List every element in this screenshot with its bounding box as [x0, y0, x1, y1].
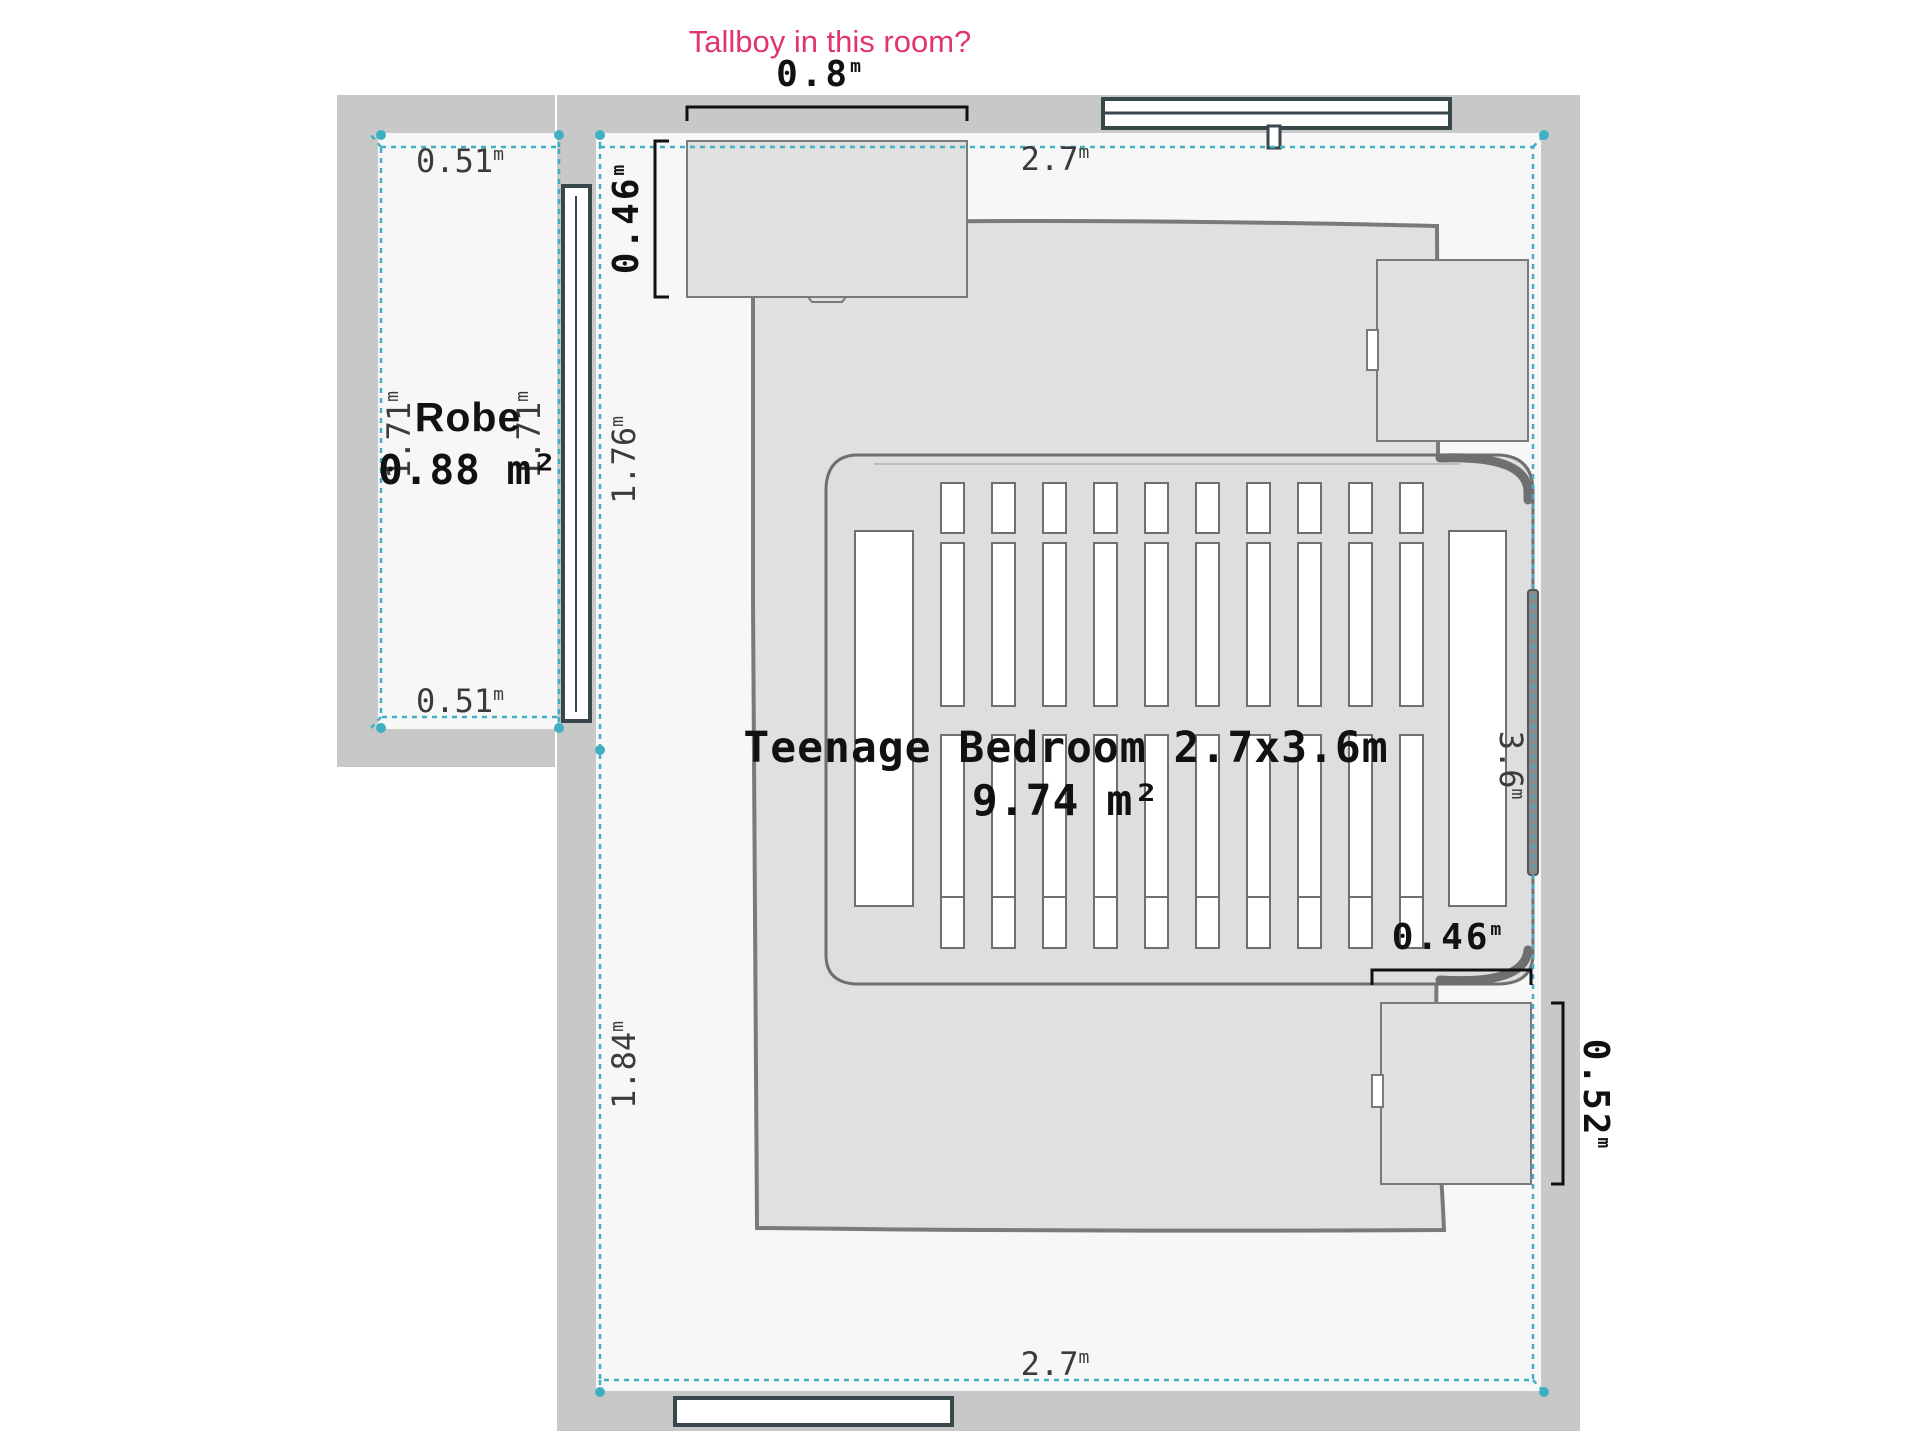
bed-slat — [1042, 482, 1067, 534]
bed-slat — [1246, 896, 1271, 949]
robe-top-dimension: 0.51m — [416, 142, 504, 180]
bedroom-top-dimension: 2.7m — [1021, 140, 1090, 178]
bedroom-bottom-dimension: 2.7m — [1021, 1345, 1090, 1383]
bed-slat — [1144, 896, 1169, 949]
bed-slat — [1399, 482, 1424, 534]
robe-dimension-box — [379, 145, 561, 719]
bed-slat — [1144, 542, 1169, 707]
bed-slat — [1195, 482, 1220, 534]
bedroom-left-upper-dimension: 1.76m — [605, 416, 643, 504]
bedroom-dimension-box — [598, 145, 1535, 1382]
bedroom-left-lower-dimension: 1.84m — [605, 1021, 643, 1109]
room-corner-marker-icon — [376, 723, 386, 733]
bed-slat — [1348, 896, 1373, 949]
room-corner-marker-icon — [1539, 1387, 1549, 1397]
bed-slat — [1246, 542, 1271, 707]
bed-slat — [1042, 542, 1067, 707]
bed-slats — [940, 482, 1424, 949]
robe-right-dimension: 1.71m — [510, 391, 548, 479]
bed-slat — [991, 542, 1016, 707]
bed-slat — [940, 542, 965, 707]
bed-slat — [1297, 542, 1322, 707]
bed-icon — [824, 453, 1539, 986]
corner-markers — [376, 130, 1549, 1397]
window-icon — [1101, 97, 1452, 150]
bedside-depth-label: 0.52m — [1575, 1039, 1616, 1152]
note-text: Tallboy in this room? — [689, 24, 972, 59]
robe-area: 0.88 m² — [378, 446, 558, 494]
room-corner-marker-icon — [376, 130, 386, 140]
bedside-width-bracket — [1370, 968, 1533, 985]
bed-slat — [1399, 734, 1424, 899]
room-corner-marker-icon — [595, 130, 605, 140]
room-corner-marker-icon — [595, 745, 605, 755]
room-corner-marker-icon — [554, 130, 564, 140]
room-corner-marker-icon — [1539, 130, 1549, 140]
bed-slat — [1042, 896, 1067, 949]
bed-slat — [1195, 542, 1220, 707]
door-icon — [561, 184, 592, 723]
bedroom-right-dimension: 3.6m — [1492, 731, 1530, 800]
bed-slat — [1297, 896, 1322, 949]
bedside-depth-bracket — [1551, 1001, 1565, 1186]
bed-slat — [1297, 482, 1322, 534]
bed-slat — [1144, 482, 1169, 534]
bed-slat — [1348, 542, 1373, 707]
room-corner-marker-icon — [554, 723, 564, 733]
bed-slat — [1093, 542, 1118, 707]
tallboy-width-label: 0.8m — [776, 54, 864, 95]
window-icon — [673, 1396, 954, 1427]
robe-label: Robe — [415, 394, 522, 440]
tallboy-depth-bracket — [653, 139, 669, 299]
openings — [561, 97, 1452, 1427]
robe-floor — [378, 133, 556, 729]
bedside-width-label: 0.46m — [1392, 917, 1505, 958]
bed-slat — [1399, 542, 1424, 707]
robe-bottom-dimension: 0.51m — [416, 682, 504, 720]
bed-slat — [991, 482, 1016, 534]
bed-slat — [1093, 482, 1118, 534]
tallboy-depth-label: 0.46m — [606, 162, 647, 275]
bed-slat — [1399, 896, 1424, 949]
dimension-lines — [370, 134, 1545, 1393]
bedside-table-icon — [1371, 1002, 1532, 1185]
tallboy-width-bracket — [685, 105, 969, 121]
bed-slat — [1093, 896, 1118, 949]
furniture-brackets — [653, 105, 1565, 1186]
bed-slat — [940, 482, 965, 534]
room-corner-marker-icon — [595, 1387, 605, 1397]
bed-slat — [1195, 896, 1220, 949]
bedroom-label: Teenage Bedroom 2.7x3.6m — [743, 723, 1388, 773]
bed-slat — [940, 896, 965, 949]
bed-slat — [1246, 482, 1271, 534]
bed-slat — [1348, 482, 1373, 534]
bed-slat — [991, 896, 1016, 949]
bedside-table-icon — [1366, 259, 1529, 442]
bedroom-area: 9.74 m² — [972, 776, 1160, 826]
robe-left-dimension: 1.71m — [380, 391, 418, 479]
tallboy-icon — [686, 140, 968, 303]
